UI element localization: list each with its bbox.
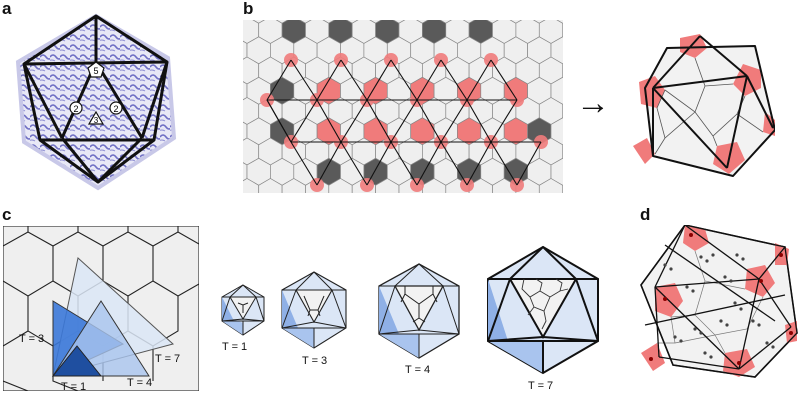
icosahedron-label-t3: T = 3 — [302, 355, 328, 367]
icosahedron-t4 — [375, 262, 463, 360]
icosahedron-t1 — [218, 283, 268, 339]
panel-a-capsid: 5 2 2 3 — [10, 12, 180, 192]
svg-text:3: 3 — [94, 116, 99, 125]
lattice-label-t7: T = 7 — [155, 353, 180, 365]
lattice-label-t1: T = 1 — [61, 381, 86, 391]
symmetry-axis-2-icon: 2 — [109, 101, 123, 115]
svg-text:2: 2 — [73, 104, 78, 114]
symmetry-axis-2-icon: 2 — [69, 101, 83, 115]
panel-b-folded-icosahedron — [625, 28, 776, 178]
panel-b-lattice-net — [211, 0, 575, 206]
panel-label-c: c — [2, 205, 12, 224]
panel-d-capsid-dots — [635, 224, 800, 385]
panel-label-a: a — [2, 0, 12, 18]
lattice-label-t3: T = 3 — [19, 333, 44, 345]
panel-c-lattice: T = 3 T = 7 T = 1 T = 4 — [2, 225, 200, 393]
icosahedron-t3 — [278, 270, 350, 350]
icosahedron-label-t4: T = 4 — [405, 364, 431, 376]
symmetry-axis-5-icon: 5 — [87, 61, 105, 78]
icosahedron-label-t7: T = 7 — [528, 380, 554, 392]
arrow-icon: → — [576, 84, 610, 122]
svg-text:5: 5 — [93, 66, 98, 76]
icosahedron-label-t1: T = 1 — [222, 341, 248, 353]
lattice-label-t4: T = 4 — [127, 377, 152, 389]
panel-label-d: d — [640, 205, 651, 224]
panel-label-b: b — [243, 0, 254, 18]
svg-text:2: 2 — [113, 104, 118, 114]
icosahedron-t7 — [484, 245, 602, 375]
symmetry-axis-3-icon: 3 — [87, 110, 105, 125]
